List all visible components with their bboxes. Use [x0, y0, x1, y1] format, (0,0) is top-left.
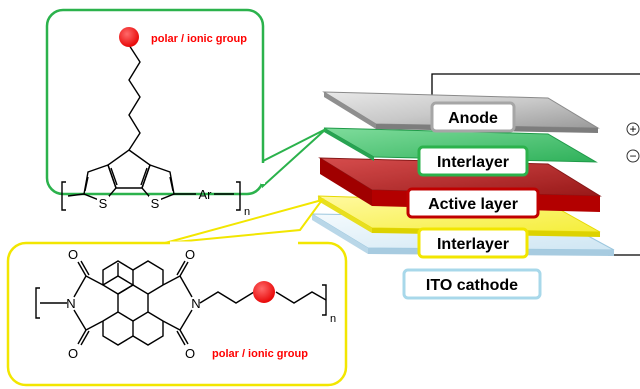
polar-group-ball-bottom-icon: [253, 281, 275, 303]
plus-sign: +: [629, 122, 636, 136]
battery-terminals: + −: [626, 122, 640, 163]
top-repeat-n: n: [244, 206, 250, 218]
svg-text:Interlayer: Interlayer: [437, 154, 509, 171]
bottom-repeat-n: n: [330, 313, 336, 325]
minus-terminal-icon: [626, 149, 640, 163]
plus-terminal-icon: [626, 122, 640, 136]
label-ito-cathode: ITO cathode: [402, 268, 542, 300]
green-callout-pointer: [262, 128, 327, 189]
top-polymer-box: [45, 8, 265, 196]
svg-text:ITO cathode: ITO cathode: [426, 277, 518, 294]
svg-text:Active layer: Active layer: [428, 196, 518, 213]
atom-o-bottom-right: O: [185, 346, 195, 361]
label-interlayer-bottom: Interlayer: [417, 227, 529, 259]
atom-s-right: S: [151, 196, 160, 211]
bottom-polymer-box: [6, 241, 348, 387]
label-interlayer-top: Interlayer: [417, 145, 529, 177]
label-active-layer: Active layer: [406, 187, 540, 219]
bottom-polymer-structure: [35, 260, 327, 346]
atom-ar: Ar: [199, 187, 213, 202]
atom-o-top-left: O: [68, 247, 78, 262]
svg-text:Anode: Anode: [448, 110, 498, 127]
yellow-callout-pointer: [164, 198, 325, 244]
atom-o-top-right: O: [185, 247, 195, 262]
atom-n-left: N: [66, 296, 75, 311]
svg-text:Interlayer: Interlayer: [437, 236, 509, 253]
minus-sign: −: [629, 149, 636, 163]
atom-o-bottom-left: O: [68, 346, 78, 361]
polar-group-ball-top-icon: [119, 27, 139, 47]
atom-n-right: N: [191, 296, 200, 311]
top-polymer-structure: [61, 44, 241, 211]
atom-s-left: S: [99, 196, 108, 211]
label-anode: Anode: [430, 101, 516, 133]
bottom-polar-group-label: polar / ionic group: [212, 348, 308, 360]
top-polar-group-label: polar / ionic group: [151, 33, 247, 45]
